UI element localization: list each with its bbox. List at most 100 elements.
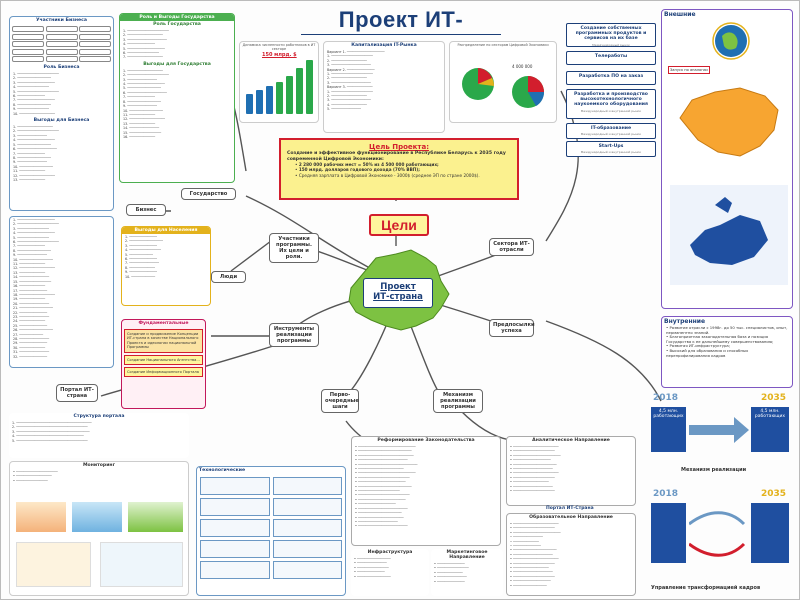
chart-sectors-title: Распределение по секторам Цифровой Эконо… bbox=[457, 43, 549, 47]
fundamental-title: Фундаментальные bbox=[138, 321, 189, 326]
mechanism-title: Механизм реализации bbox=[681, 467, 747, 473]
internal-item-2: • Развитая ИТ-инфраструктура; bbox=[666, 343, 731, 349]
chart-employment-label: 150 млрд. $ bbox=[262, 52, 297, 58]
portal-structure-title: Структура портала bbox=[73, 414, 125, 419]
eu-map bbox=[670, 185, 788, 285]
goal-box: Цель Проекта: Создание и эффективное фун… bbox=[279, 138, 519, 200]
title-underline bbox=[301, 34, 501, 35]
state-panel-title: Роль и Выгоды Государства bbox=[120, 14, 234, 21]
tech-panel: Технологические bbox=[196, 466, 346, 596]
people-panel: Выгоды для Населения 1. ──────────────2.… bbox=[121, 226, 211, 306]
monitoring-panel: Мониторинг • ─────────────────────• ────… bbox=[9, 461, 189, 596]
external-panel: Внешние Запуск по аналогии bbox=[661, 9, 793, 309]
chart-capitalization: Капитализация IT-Рынка Вариант 1. ──────… bbox=[323, 41, 445, 133]
infra-title: Инфраструктура bbox=[367, 550, 413, 555]
mechanism-panel: 2018 2035 4,5 млн. работающих 4,5 млн. р… bbox=[641, 393, 791, 478]
china-map bbox=[679, 87, 779, 157]
business-list-2-lines: 1. ───────────────────2. ───────────────… bbox=[13, 218, 59, 359]
hub-instruments[interactable]: Инструменты реализации программы bbox=[269, 323, 319, 347]
business-benefits-title: Выгоды для Бизнеса bbox=[33, 118, 90, 124]
hub-mechanism[interactable]: Механизм реализации программы bbox=[433, 389, 483, 413]
state-panel: Роль и Выгоды Государства Роль Государст… bbox=[119, 13, 235, 183]
people-lines: 1. ──────────────2. ─────────────────3. … bbox=[125, 235, 163, 279]
sector-own-products[interactable]: Создание собственных программных продукт… bbox=[566, 23, 656, 47]
chart-employment-bar bbox=[276, 82, 283, 114]
pie-right bbox=[512, 76, 545, 108]
business-benefits-lines: 1. ──────────────────2. ────────────────… bbox=[13, 125, 59, 182]
edu-lines: • ───────────────────────• ─────────────… bbox=[510, 522, 561, 588]
chart-employment-bar bbox=[266, 86, 273, 114]
sector-hardware[interactable]: Разработка и производство высокотехнолог… bbox=[566, 89, 656, 119]
chart-employment-bar bbox=[286, 76, 293, 114]
transform-block-2 bbox=[751, 503, 789, 563]
chart-employment-bar bbox=[296, 68, 303, 114]
transform-title: Управление трансформацией кадров bbox=[651, 585, 761, 591]
reform-lines: • ─────────────────────────────• ───────… bbox=[355, 445, 418, 529]
business-grid bbox=[10, 24, 113, 64]
hub-sectors[interactable]: Сектора ИТ-отрасли bbox=[489, 238, 534, 256]
hub-priority[interactable]: Перво-очередные шаги bbox=[321, 389, 359, 413]
sector-telework[interactable]: Телеработы bbox=[566, 51, 656, 65]
transform-panel: 2018 2035 Управление трансформацией кадр… bbox=[641, 489, 791, 597]
goal-item-1: • 150 млрд. долларов годового дохода (70… bbox=[295, 167, 420, 173]
mechanism-block-2: 4,5 млн. работающих bbox=[751, 407, 789, 452]
monitoring-thumb-3 bbox=[128, 502, 183, 532]
internal-panel: Внутренние • Развитие отрасли с 1998г. д… bbox=[661, 316, 793, 388]
edu-panel: Образовательное Направление • ──────────… bbox=[506, 513, 636, 596]
mechanism-block-1: 4,5 млн. работающих bbox=[651, 407, 686, 452]
external-title: Внешние bbox=[664, 11, 696, 18]
hub-participants[interactable]: Участники программы. Их цели и роли. bbox=[269, 233, 319, 263]
monitoring-title: Мониторинг bbox=[82, 463, 116, 468]
hub-prerequisites[interactable]: Предпосылки успеха bbox=[489, 319, 535, 337]
state-role-lines: 1. ─────────────────────2. ─────────────… bbox=[123, 29, 169, 60]
goal-item-0: • 2 280 000 рабочих мест = 50% из 4 500 … bbox=[295, 162, 439, 168]
pie-left bbox=[462, 68, 495, 100]
portal-structure-panel: Структура портала 1. ───────────────────… bbox=[9, 413, 189, 458]
analytics-lines: • ───────────────────────• ─────────────… bbox=[510, 445, 561, 494]
transform-arrows bbox=[689, 511, 746, 557]
business-list-2: 1. ───────────────────2. ───────────────… bbox=[9, 216, 114, 368]
tech-grid bbox=[197, 474, 345, 582]
business-panel-title: Участники Бизнеса bbox=[35, 18, 87, 23]
chart-employment-bar bbox=[306, 60, 313, 114]
chart-capitalization-lines: Вариант 1. ───────────────────1. ───────… bbox=[327, 50, 385, 112]
hub-state[interactable]: Государство bbox=[181, 188, 236, 200]
transform-year-2: 2035 bbox=[761, 489, 787, 499]
internal-item-3: • Высокий для образования и способных пе… bbox=[666, 347, 749, 358]
sector-custom-software[interactable]: Разработка ПО на заказ bbox=[566, 71, 656, 85]
hub-portal[interactable]: Портал ИТ-страна bbox=[56, 384, 98, 402]
chart-sectors-pies: Распределение по секторам Цифровой Эконо… bbox=[449, 41, 557, 123]
fundamental-item-2: Создание Информационного Портала bbox=[124, 367, 203, 378]
goal-text: Создание и эффективное функционирование … bbox=[287, 151, 506, 162]
hub-people[interactable]: Люди bbox=[211, 271, 246, 283]
business-roles-title: Роль Бизнеса bbox=[43, 65, 80, 70]
mechanism-year-1: 2018 bbox=[653, 393, 679, 403]
monitoring-lines: • ─────────────────────• ───────────────… bbox=[13, 470, 58, 483]
business-roles-lines: 1. ─────────────────────2. ─────────────… bbox=[13, 72, 59, 116]
chart-employment-bar bbox=[256, 90, 263, 114]
mechanism-year-2: 2035 bbox=[761, 393, 787, 403]
goal-title: Цель Проекта: bbox=[369, 143, 429, 151]
fundamental-item-0: Создание и продвижение Концепции ИТ-стра… bbox=[124, 329, 203, 353]
external-note: Запуск по аналогии bbox=[668, 66, 710, 74]
portal-line: Портал ИТ-Страна bbox=[546, 506, 594, 511]
fundamental-panel: Фундаментальные Создание и продвижение К… bbox=[121, 319, 206, 409]
infra-panel: Инфраструктура • ─────────────────• ────… bbox=[351, 549, 429, 596]
tech-title: Технологические bbox=[199, 468, 246, 473]
internal-title: Внутренние bbox=[664, 318, 706, 325]
state-benefits-lines: 1. ──────────────────2. ────────────────… bbox=[123, 68, 169, 139]
fundamental-item-1: Создание Национального Агентства... bbox=[124, 354, 203, 366]
monitoring-thumb-5 bbox=[100, 542, 183, 587]
hub-business[interactable]: Бизнес bbox=[126, 204, 166, 216]
transform-block-1 bbox=[651, 503, 686, 563]
marketing-lines: • ──────────────• ────────────────• ────… bbox=[434, 562, 469, 584]
analytics-panel: Аналитическое Направление • ────────────… bbox=[506, 436, 636, 506]
monitoring-thumb-4 bbox=[16, 542, 91, 587]
mechanism-arrow bbox=[689, 417, 749, 443]
chart-employment-title: Динамика численности работников в ИТ сек… bbox=[242, 43, 316, 51]
monitoring-thumb-2 bbox=[72, 502, 122, 532]
goals-node[interactable]: Цели bbox=[369, 214, 429, 236]
